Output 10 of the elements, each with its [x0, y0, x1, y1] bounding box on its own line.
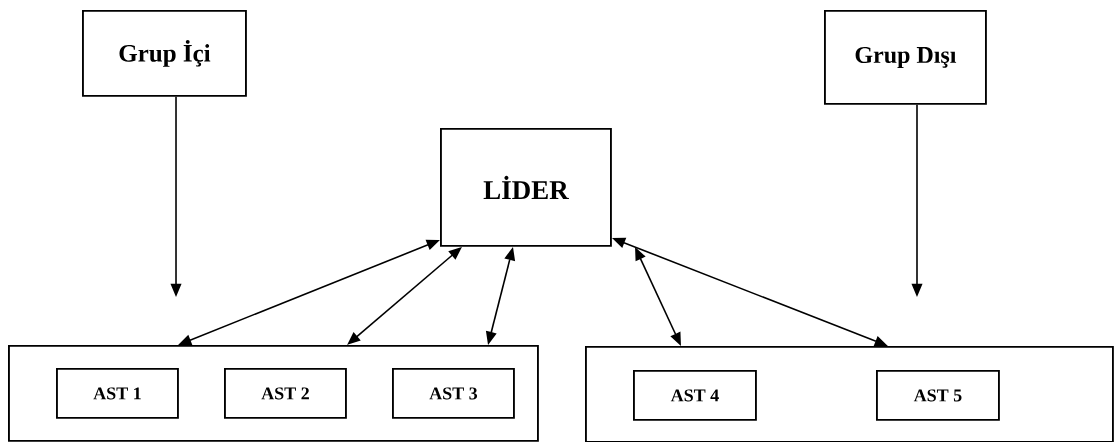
member-box: AST 3 — [392, 368, 515, 419]
member-box: AST 5 — [876, 370, 1000, 421]
title-box: Grup Dışı — [824, 10, 987, 105]
member-box: AST 1 — [56, 368, 179, 419]
group-box — [585, 346, 1114, 442]
member-box: AST 4 — [633, 370, 757, 421]
member-box: AST 2 — [224, 368, 347, 419]
leader-box: LİDER — [440, 128, 612, 247]
group-box — [8, 345, 539, 442]
title-box: Grup İçi — [82, 10, 247, 97]
